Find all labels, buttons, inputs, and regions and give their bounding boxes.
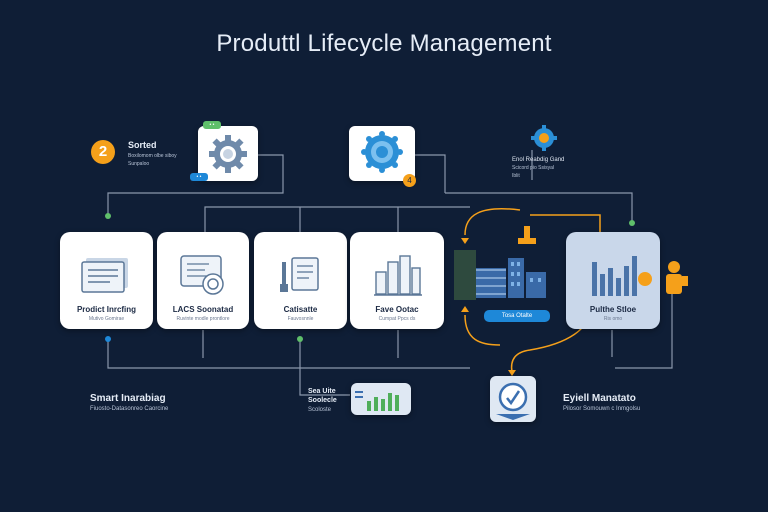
settings-tag-top: • • — [203, 121, 221, 129]
blue-gear-icon — [361, 131, 403, 173]
right-note-title: Enol Reabdig Gand — [512, 157, 565, 163]
bottom-mid-title-3: Scoloste — [308, 407, 332, 413]
start-label: Sorted — [128, 140, 157, 150]
tools-document-icon — [280, 257, 319, 292]
status-dot — [638, 272, 652, 286]
settings-tag-bottom: • • — [190, 173, 208, 181]
bottom-left-note: Fiuosto-Datasonreo Caorcine — [90, 406, 169, 412]
card-note: Cumpat Ppcs ds — [378, 316, 416, 322]
right-note-2: Iblit — [512, 173, 520, 179]
start-step-badge: 2 — [91, 140, 115, 164]
start-note-1: Boxilomom olbe siboy — [128, 153, 177, 159]
card-note: Fauvosnnle — [287, 316, 314, 322]
check-badge-icon — [496, 382, 530, 420]
card-fave-ootac[interactable]: Fave Ootac Cumpat Ppcs ds — [350, 232, 444, 329]
card-catisatte[interactable]: Catisatte Fauvosnnle — [254, 232, 347, 329]
cog-icon — [531, 125, 557, 151]
document-stack-icon — [81, 258, 128, 293]
card-label: Catisatte — [283, 305, 318, 314]
mini-chart-card[interactable] — [351, 383, 411, 415]
card-lacs-monitor[interactable]: LACS Soonatad Ruvinte modle prontlore — [157, 232, 249, 329]
card-product-inventory[interactable]: Prodict Inrcfing Mutivo Gomirae — [60, 232, 153, 329]
card-label: Fave Ootac — [375, 305, 419, 314]
bottom-mid-title-2: Soolecle — [308, 397, 337, 404]
card-label: Prodict Inrcfing — [76, 305, 137, 314]
mini-bar-chart-icon — [355, 391, 399, 411]
right-note-1: Scicord pio Ssisyal — [512, 165, 554, 171]
monitor-icon — [180, 255, 224, 295]
buildings-icon — [374, 255, 422, 296]
blue-gear-node[interactable] — [349, 126, 415, 181]
validation-card[interactable] — [490, 376, 536, 422]
bottom-mid-title-1: Sea Uite — [308, 388, 336, 395]
bottom-left-title: Smart Inarabiag — [90, 393, 166, 404]
start-note-2: Sunpaloo — [128, 161, 150, 167]
bottom-right-title: Eyiell Manatato — [563, 393, 636, 404]
settings-node[interactable] — [198, 126, 258, 181]
diagram-title: Produttl Lifecycle Management — [216, 30, 552, 57]
card-note: Mutivo Gomirae — [88, 316, 125, 322]
card-note: Ruvinte modle prontlore — [176, 316, 230, 322]
gear-icon — [209, 135, 247, 173]
card-label: Pulthe Stloe — [589, 305, 637, 314]
factory-status-pill[interactable]: Tosa Otalte — [484, 310, 550, 322]
bar-graph-icon — [592, 256, 637, 296]
card-note: Ris omo — [603, 316, 623, 322]
bottom-right-note: Pilosor Somouwn c Inmgolsu — [563, 406, 641, 412]
card-label: LACS Soonatad — [172, 305, 234, 314]
person-icon — [666, 261, 688, 294]
factory-illustration — [454, 226, 546, 300]
gear-step-badge: 4 — [403, 174, 416, 187]
